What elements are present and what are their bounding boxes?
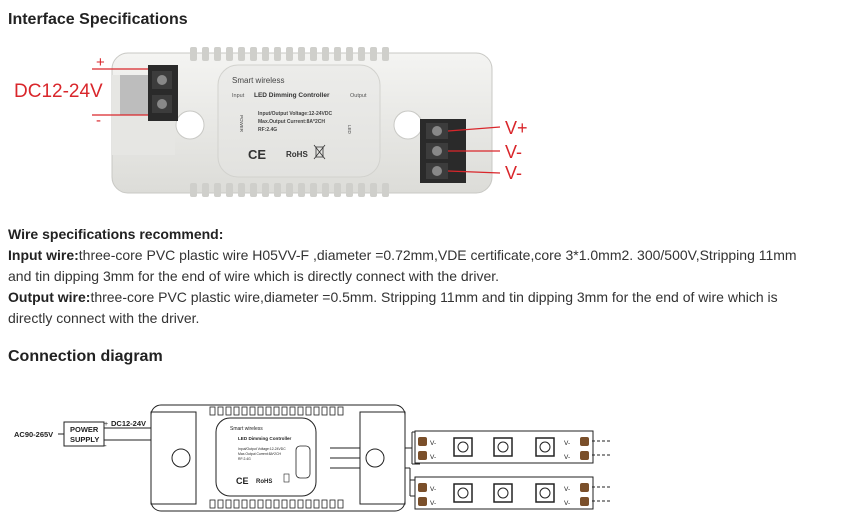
weee-bin-icon: [313, 144, 326, 160]
wire-specifications: Wire specifications recommend: Input wir…: [8, 224, 818, 329]
interface-spec-heading: Interface Specifications: [8, 11, 188, 28]
output-label-v-minus-2: V-: [505, 163, 522, 183]
diagram-ce-mark: CE: [236, 476, 249, 486]
dc-voltage-label: DC12-24V: [111, 419, 146, 428]
input-wire-label: Input wire:: [8, 247, 79, 263]
input-terminal-block: [120, 65, 178, 121]
diagram-device-spec-3: RF:2.4G: [238, 457, 251, 461]
strip2-pin-left-2: V-: [430, 500, 436, 507]
led-strip-2: V- V- V- V-: [414, 476, 612, 510]
strip2-pin-right-1: V-: [564, 486, 570, 493]
strip1-pin-right-1: V-: [564, 440, 570, 447]
ac-voltage-label: AC90-265V: [14, 430, 53, 439]
device-rohs-mark: RoHS: [286, 150, 308, 159]
strip1-pin-left-2: V-: [430, 454, 436, 461]
device-spec-2: Max.Output Current:8A*2CH: [258, 119, 325, 125]
input-plus-label: +: [96, 54, 105, 71]
output-wire-label: Output wire:: [8, 289, 91, 305]
connection-diagram-heading: Connection diagram: [8, 348, 163, 365]
led-strip-1: V- V- V- V-: [414, 430, 612, 464]
output-wire-spec: Output wire:three-core PVC plastic wire,…: [8, 287, 818, 329]
output-label-v-plus: V+: [505, 118, 528, 138]
dc-plus-label: +: [104, 421, 108, 428]
device-output-label: Output: [350, 93, 367, 99]
dc-minus-label: -: [104, 441, 107, 450]
diagram-device-spec-2: Max.Output Current:8A*2CH: [238, 452, 282, 456]
diagram-device-brand: Smart wireless: [230, 426, 263, 432]
diagram-bottom-ribs: [209, 499, 344, 509]
diagram-device-spec-1: Input/Output Voltage:12-24VDC: [238, 447, 286, 451]
device-ce-mark: CE: [248, 147, 266, 162]
strip1-pin-right-2: V-: [564, 454, 570, 461]
diagram-device-name: LED Dimming Controller: [238, 436, 292, 441]
device-power-label: POWER: [239, 115, 244, 133]
device-led-label: LED: [347, 125, 352, 135]
diagram-device-label: [215, 417, 317, 497]
controller-photo: + DC12-24V - V+ V- V- Smart wireless Inp…: [14, 47, 528, 197]
bottom-ribs: [190, 183, 389, 197]
output-wire-text: three-core PVC plastic wire,diameter =0.…: [8, 289, 778, 326]
input-wire-text: three-core PVC plastic wire H05VV-F ,dia…: [8, 247, 797, 284]
output-label-v-minus-1: V-: [505, 142, 522, 162]
input-minus-label: -: [96, 112, 101, 129]
device-name: LED Dimming Controller: [254, 92, 330, 99]
power-supply-label-2: SUPPLY: [70, 435, 99, 444]
device-input-label: Input: [232, 93, 245, 99]
device-spec-1: Input/Output Voltage:12-24VDC: [258, 111, 332, 117]
power-supply-label-1: POWER: [70, 425, 99, 434]
device-spec-3: RF:2.4G: [258, 127, 277, 133]
strip2-pin-left-1: V-: [430, 486, 436, 493]
strip2-pin-right-2: V-: [564, 500, 570, 507]
device-label: [217, 64, 381, 178]
diagram-rohs-mark: RoHS: [256, 479, 272, 485]
power-supply-box: [63, 421, 105, 447]
device-brand: Smart wireless: [232, 76, 284, 85]
input-voltage-label: DC12-24V: [14, 81, 103, 102]
diagram-top-ribs: [209, 406, 344, 416]
top-ribs: [190, 47, 389, 61]
strip1-pin-left-1: V-: [430, 440, 436, 447]
wire-spec-heading: Wire specifications recommend:: [8, 226, 224, 242]
connection-diagram: AC90-265V POWER SUPPLY + DC12-24V - Smar…: [14, 404, 612, 512]
input-wire-spec: Input wire:three-core PVC plastic wire H…: [8, 245, 818, 287]
